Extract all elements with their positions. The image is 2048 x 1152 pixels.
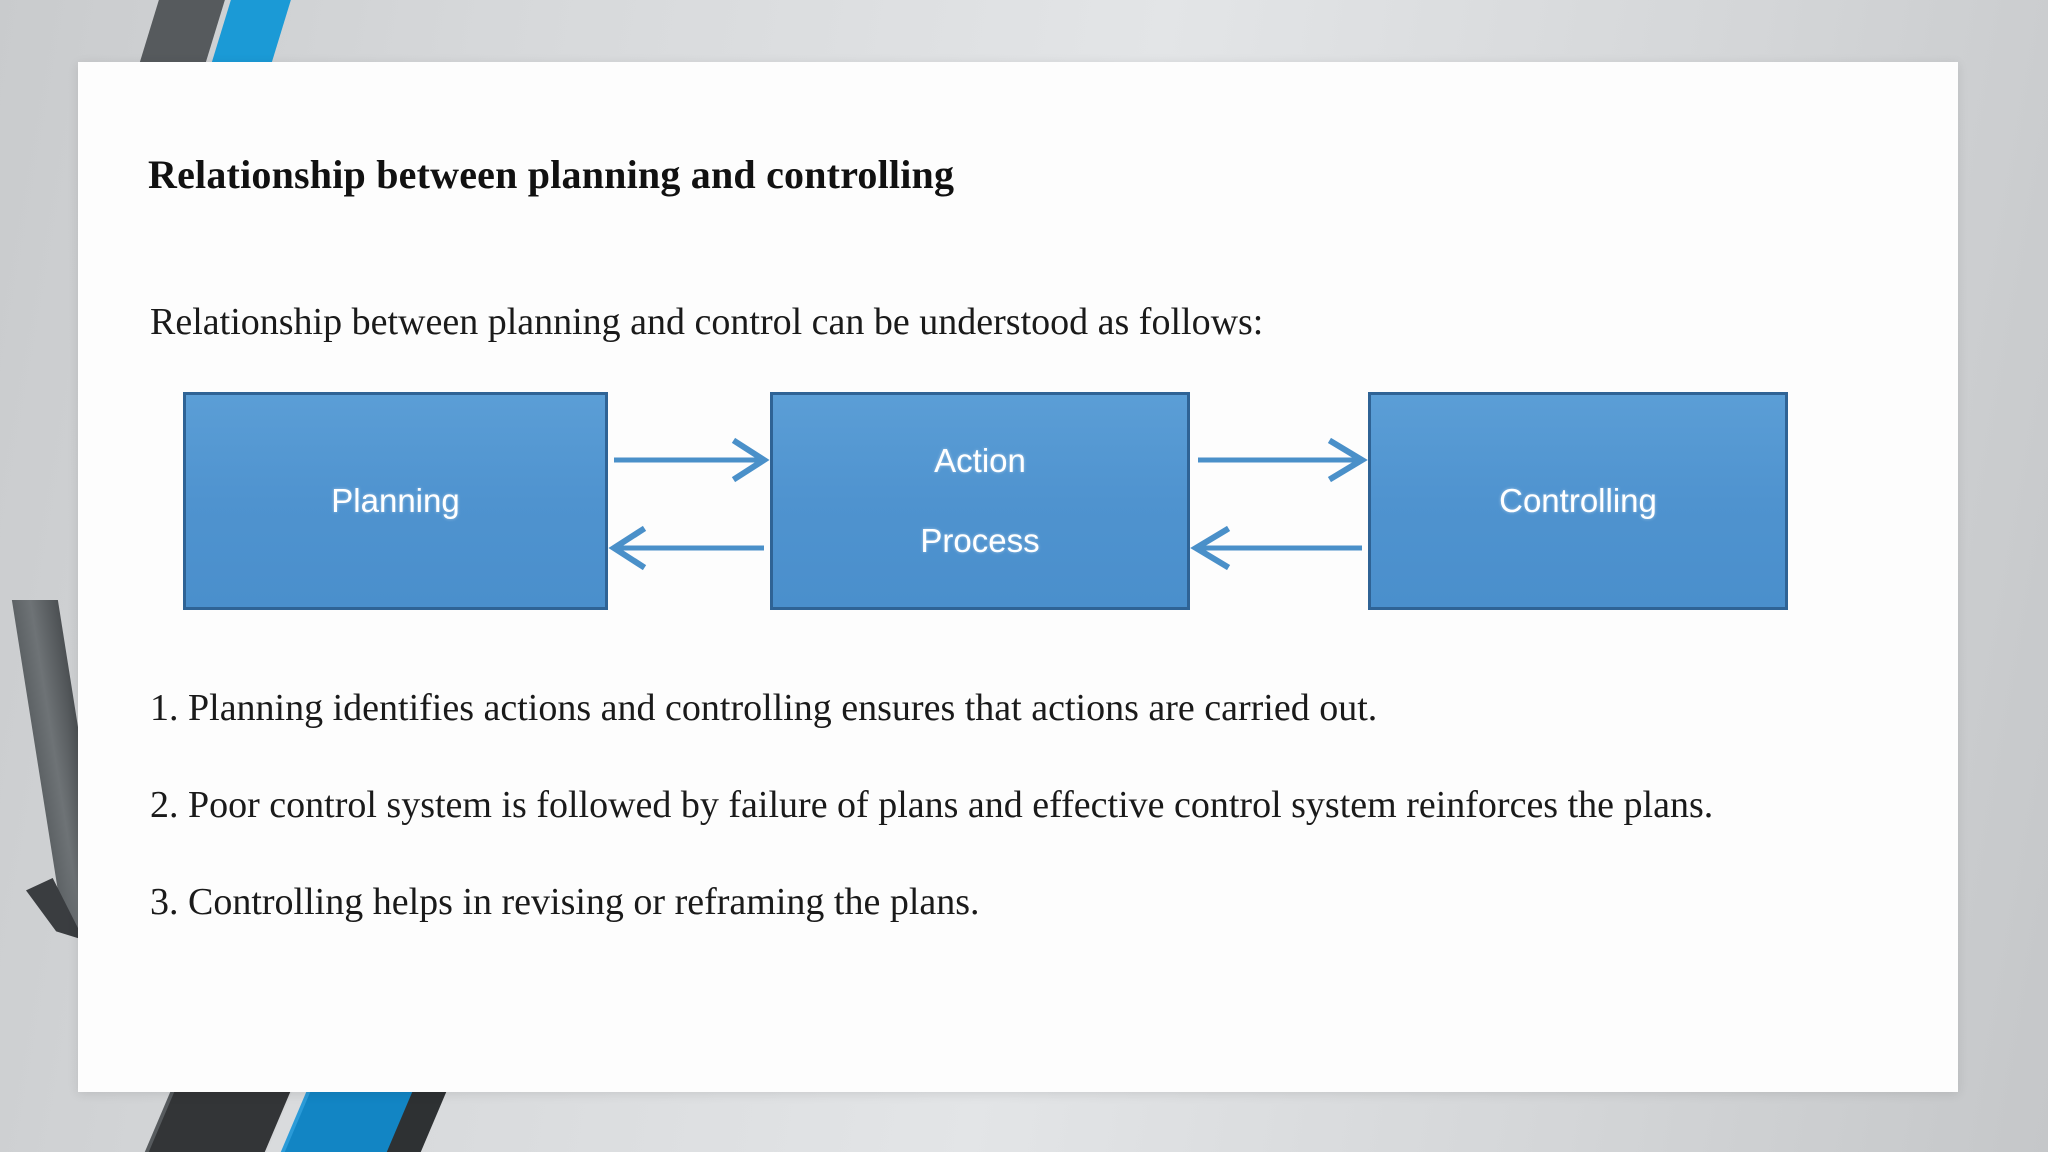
- flow-box-action-label: Action: [934, 442, 1026, 479]
- flow-box-process-label: Process: [920, 522, 1040, 559]
- page-title: Relationship between planning and contro…: [148, 151, 955, 197]
- list-item: 1. Planning identifies actions and contr…: [150, 687, 1378, 729]
- decorative-ribbon-top-blue: [211, 0, 293, 64]
- decorative-chevron-left: [0, 600, 130, 1070]
- flow-box-action-process: Action Process: [770, 392, 1190, 610]
- arrow-group-planning-action: [608, 392, 770, 610]
- flow-box-controlling-label: Controlling: [1499, 482, 1657, 519]
- points-list: 1. Planning identifies actions and contr…: [150, 642, 1918, 971]
- arrow-pair-right-icon: [1190, 437, 1368, 571]
- flow-box-controlling: Controlling: [1368, 392, 1788, 610]
- flow-box-planning: Planning: [183, 392, 608, 610]
- list-item: 2. Poor control system is followed by fa…: [150, 784, 1714, 826]
- slide-card: Relationship between planning and contro…: [78, 62, 1958, 1092]
- lead-paragraph: Relationship between planning and contro…: [150, 301, 1264, 343]
- arrow-group-action-controlling: [1190, 392, 1368, 610]
- flow-box-planning-label: Planning: [331, 482, 460, 519]
- decorative-ribbon-top-dark: [139, 0, 227, 64]
- flow-diagram: Planning Action Process: [108, 392, 1808, 622]
- list-item: 3. Controlling helps in revising or refr…: [150, 881, 980, 923]
- arrow-pair-left-icon: [608, 437, 770, 571]
